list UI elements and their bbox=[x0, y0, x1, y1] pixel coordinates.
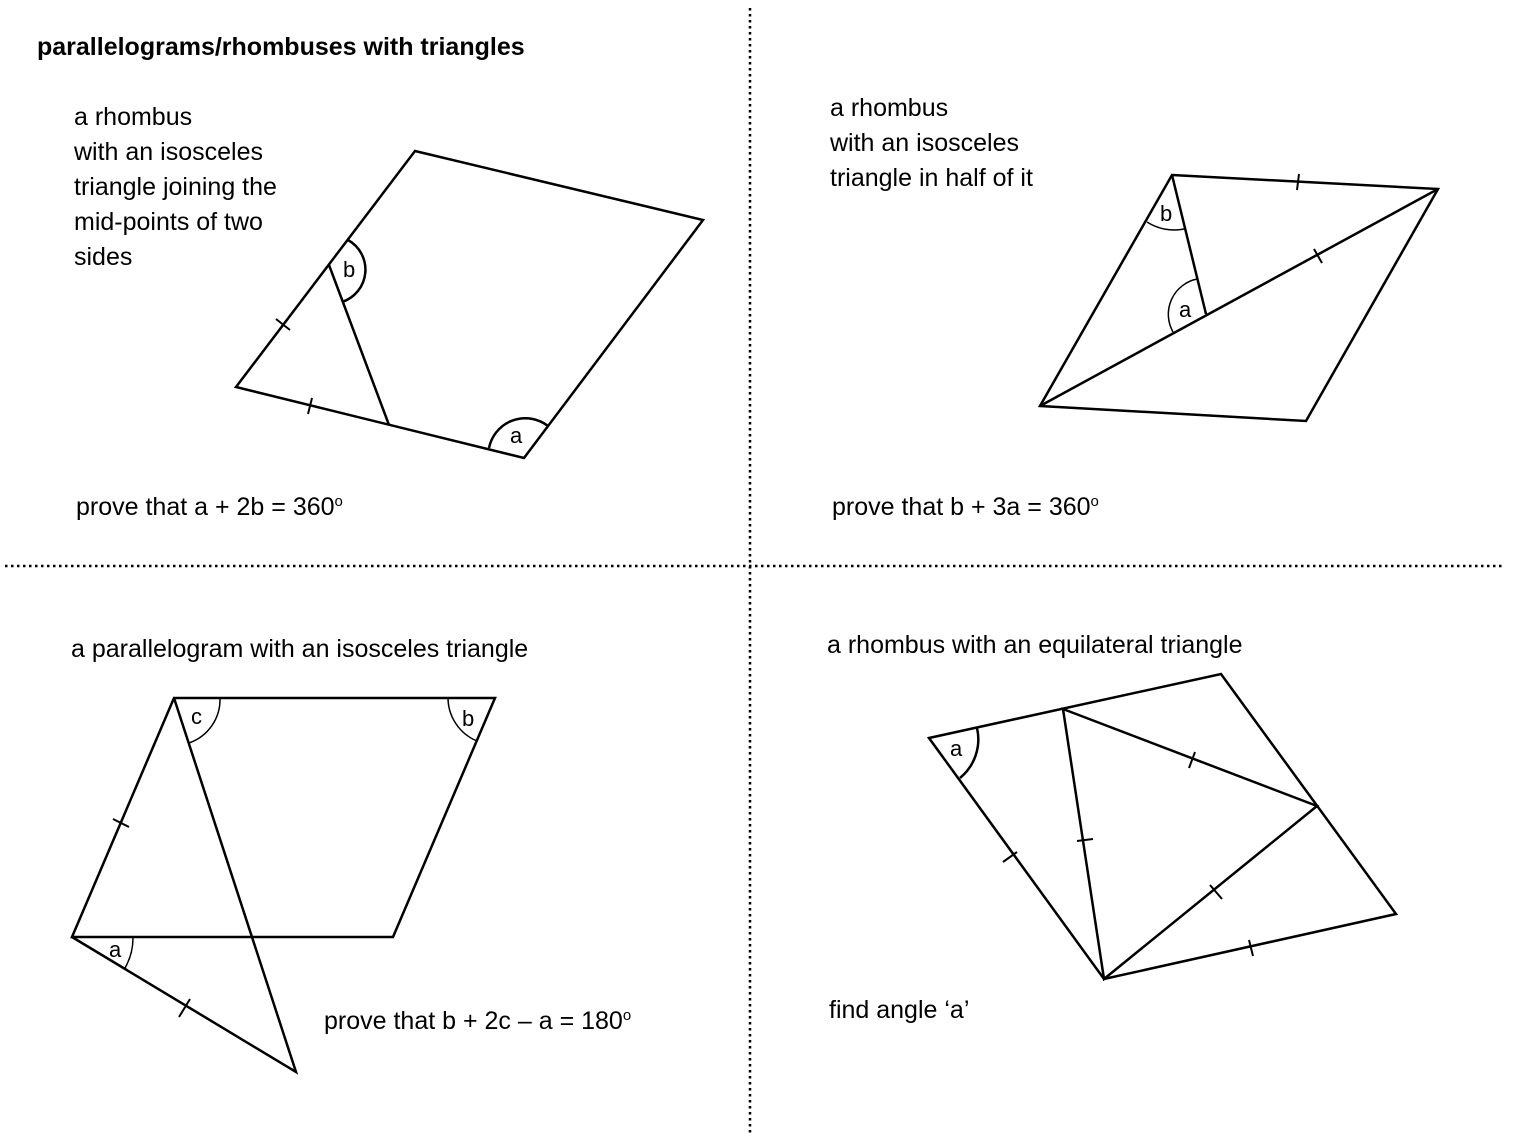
angle-arc-a bbox=[124, 936, 134, 969]
angle-label-a: a bbox=[1179, 297, 1192, 322]
degree-sign: o bbox=[622, 1007, 632, 1024]
angle-arc-c bbox=[188, 697, 221, 744]
panel-1-task: prove that a + 2b = 360o bbox=[76, 484, 343, 525]
tick-mark bbox=[1076, 838, 1094, 842]
angle-arc-a bbox=[487, 416, 549, 449]
task-text: find angle ‘a’ bbox=[829, 996, 970, 1024]
tick-mark bbox=[1002, 851, 1018, 863]
panel-3-task: prove that b + 2c – a = 180o bbox=[324, 998, 631, 1039]
panel-4-figure: a bbox=[926, 672, 1399, 982]
angle-label-c: c bbox=[191, 704, 202, 729]
angle-label-b: b bbox=[1160, 201, 1172, 226]
tick-mark bbox=[178, 998, 191, 1018]
tick-mark bbox=[1296, 173, 1300, 191]
angle-label-b: b bbox=[462, 706, 474, 731]
task-text: prove that a + 2b = 360 bbox=[76, 493, 335, 521]
page-title: parallelograms/rhombuses with triangles bbox=[37, 33, 525, 61]
tick-mark bbox=[112, 818, 130, 828]
description-line: mid-points of two bbox=[74, 208, 263, 236]
tick-mark bbox=[1188, 751, 1196, 769]
panel-4-task: find angle ‘a’ bbox=[829, 993, 969, 1028]
angle-label-a: a bbox=[950, 736, 963, 761]
diagonal bbox=[1039, 187, 1439, 408]
triangle-side bbox=[1170, 174, 1208, 315]
angle-label-a: a bbox=[510, 423, 523, 448]
description-line: a rhombus bbox=[74, 103, 193, 131]
angle-arc-b bbox=[1146, 221, 1185, 231]
panel-4-description: a rhombus with an equilateral triangle bbox=[827, 628, 1243, 663]
rhombus bbox=[1037, 173, 1441, 423]
panel-2-description: a rhombus with an isosceles triangle in … bbox=[830, 91, 1033, 196]
panel-1-figure: b a bbox=[233, 149, 706, 460]
rhombus bbox=[233, 149, 706, 460]
description-line: with an isosceles bbox=[74, 138, 263, 166]
description-line: a parallelogram with an isosceles triang… bbox=[71, 635, 529, 663]
parallelogram bbox=[70, 696, 497, 939]
description-line: a rhombus bbox=[830, 94, 949, 122]
angle-label-a: a bbox=[109, 937, 122, 962]
degree-sign: o bbox=[1090, 493, 1099, 510]
panel-3-figure: c b a bbox=[70, 696, 497, 1075]
description-line: triangle in half of it bbox=[830, 164, 1033, 192]
description-line: with an isosceles bbox=[830, 129, 1019, 157]
task-text: prove that b + 3a = 360 bbox=[832, 493, 1091, 521]
tick-mark bbox=[1209, 884, 1223, 900]
task-text: prove that b + 2c – a = 180 bbox=[324, 1007, 623, 1035]
angle-label-b: b bbox=[343, 257, 355, 282]
tick-mark bbox=[275, 318, 291, 331]
tick-mark bbox=[1248, 939, 1254, 957]
angle-arc-a bbox=[959, 727, 980, 779]
description-line: triangle joining the bbox=[74, 173, 277, 201]
tick-mark bbox=[307, 397, 313, 415]
panel-2-task: prove that b + 3a = 360o bbox=[832, 484, 1099, 525]
triangle-side bbox=[327, 264, 391, 426]
rhombus bbox=[926, 672, 1399, 981]
panel-1-description: a rhombus with an isosceles triangle joi… bbox=[74, 100, 277, 275]
tick-mark bbox=[1313, 248, 1323, 264]
description-line: sides bbox=[74, 243, 133, 271]
description-line: a rhombus with an equilateral triangle bbox=[827, 631, 1243, 659]
equilateral-triangle bbox=[1061, 707, 1320, 982]
isosceles-triangle bbox=[71, 697, 299, 1075]
panel-3-description: a parallelogram with an isosceles triang… bbox=[71, 632, 528, 667]
angle-arc-a bbox=[1167, 278, 1198, 333]
angle-arc-b bbox=[341, 238, 367, 304]
panel-2-figure: b a bbox=[1037, 173, 1441, 423]
angle-arc-b bbox=[447, 697, 478, 742]
degree-sign: o bbox=[334, 493, 343, 510]
